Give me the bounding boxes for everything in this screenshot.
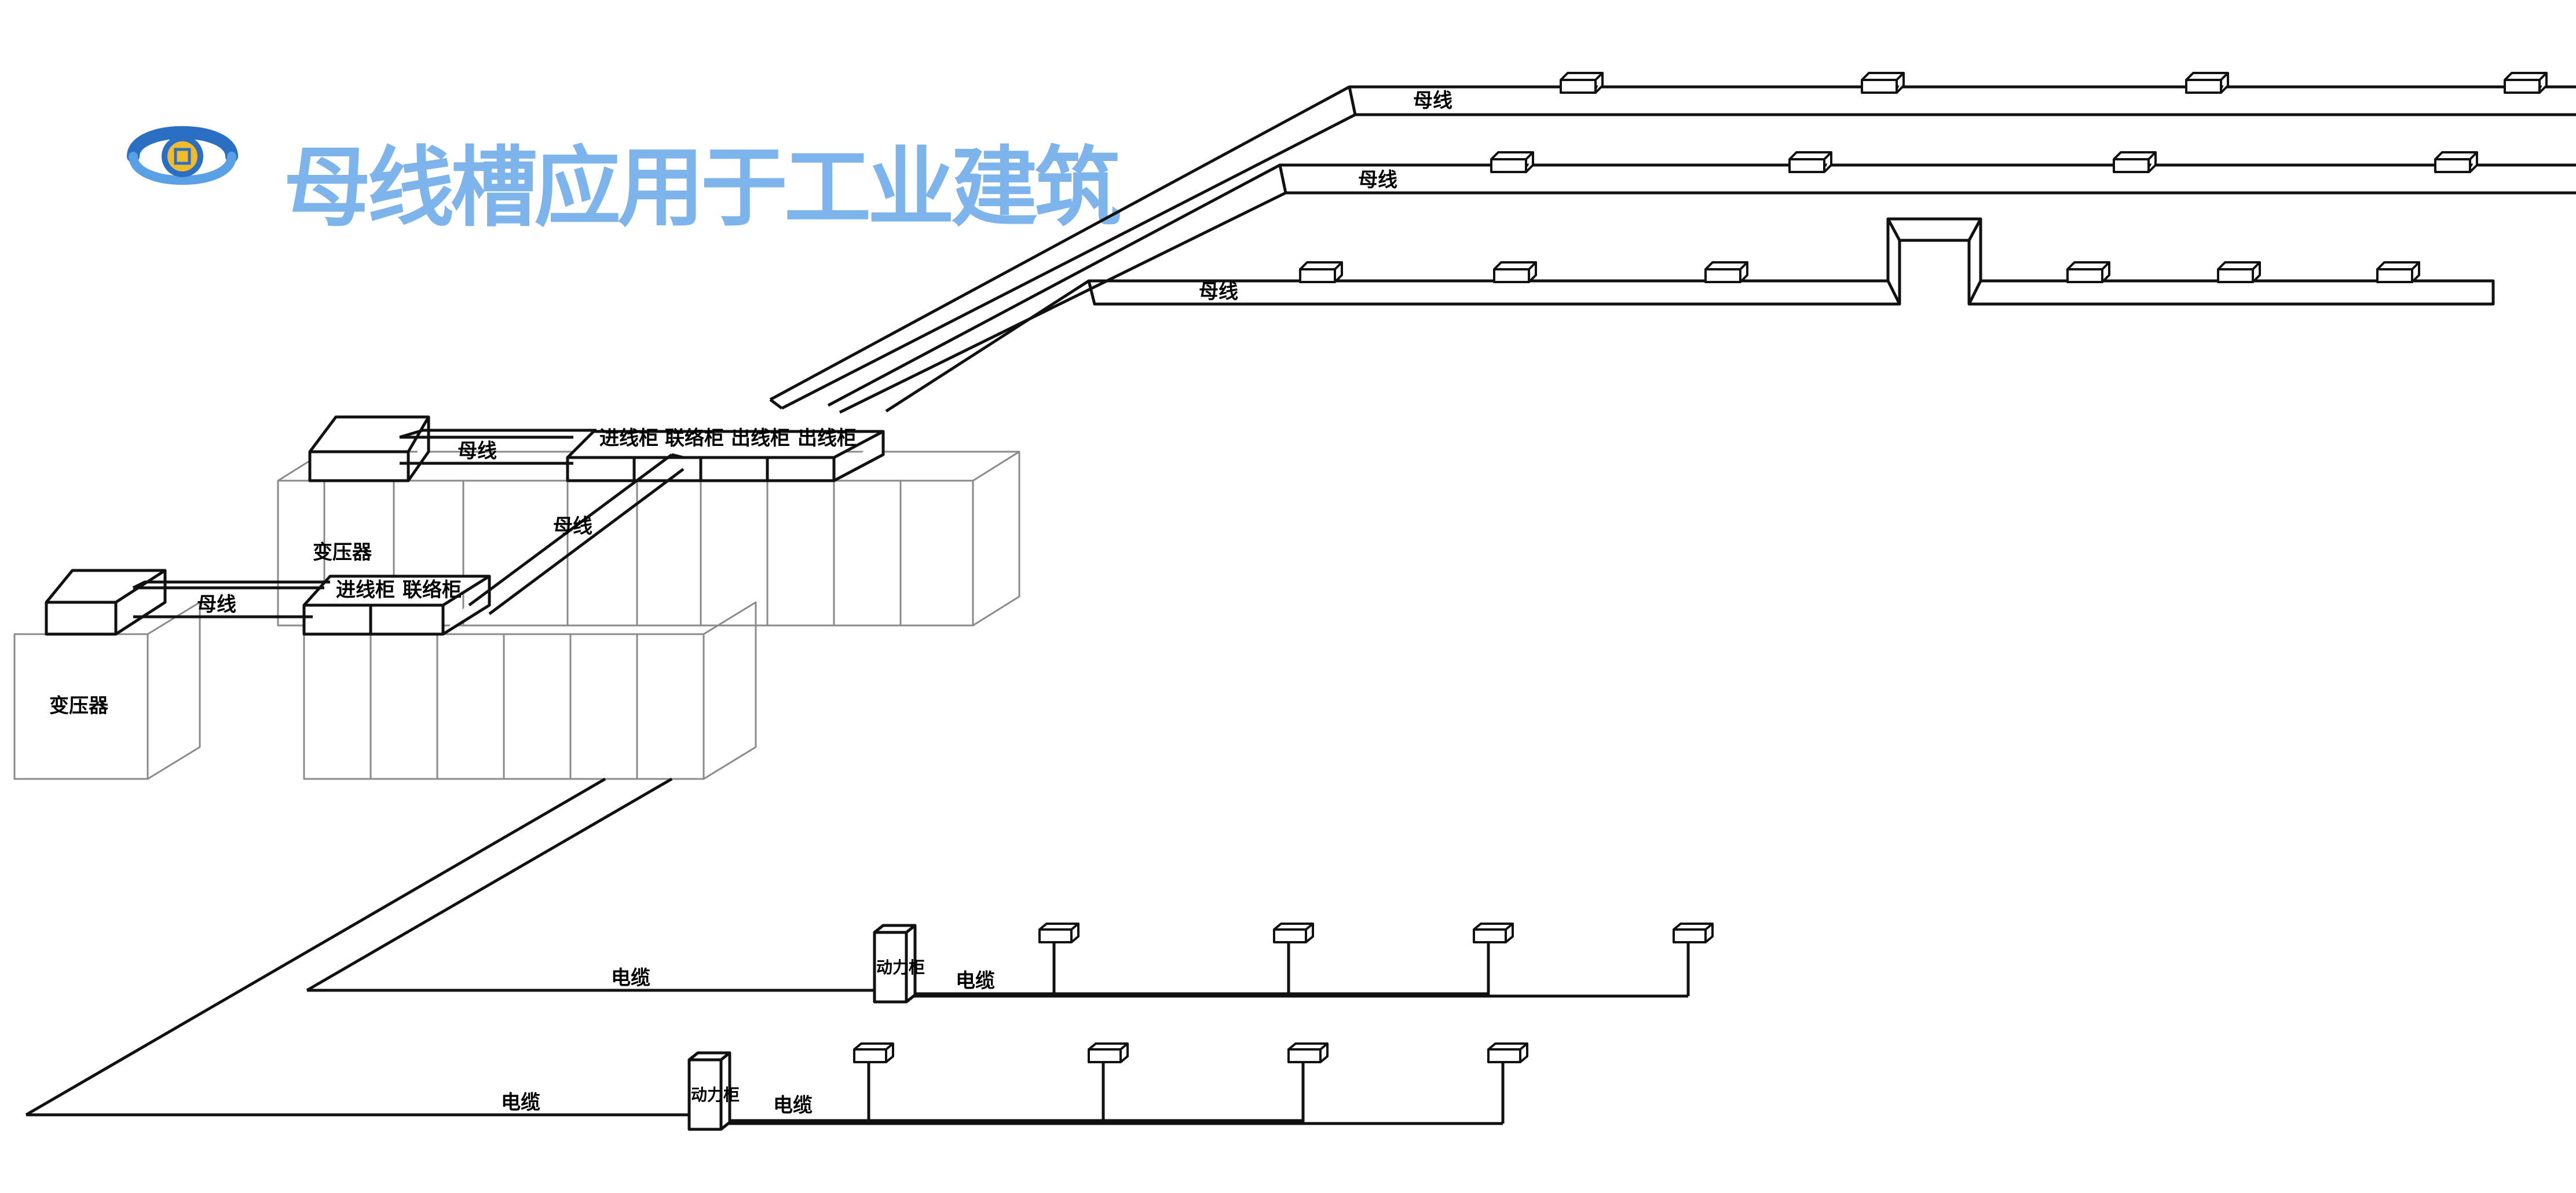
cable-bold <box>718 992 1488 1125</box>
label-panel-back-4: 出线柜 <box>797 427 857 450</box>
tap-off-boxes <box>1299 72 2548 283</box>
cable-run-1 <box>307 941 1690 998</box>
label-panel-back-1: 进线柜 <box>599 427 658 450</box>
label-cable-4: 电缆 <box>773 1094 813 1117</box>
label-power-cabinet-2: 动力柜 <box>691 1085 740 1104</box>
load-boxes <box>853 923 1714 1063</box>
label-transformer-1: 变压器 <box>313 541 372 564</box>
label-busbar-t1: 母线 <box>458 440 497 463</box>
label-busbar-riser: 母线 <box>553 515 592 538</box>
page-title: 母线槽应用于工业建筑 <box>284 138 1121 239</box>
label-panel-back-3: 出线柜 <box>731 427 790 450</box>
label-cable-2: 电缆 <box>956 969 995 993</box>
power-cabinet-2 <box>687 1051 731 1131</box>
busbar-run-3 <box>885 217 2495 413</box>
busbar-riser <box>468 453 685 616</box>
label-busbar-t2: 母线 <box>197 593 236 616</box>
cable-trunk-1 <box>306 777 673 992</box>
label-panel-front-2: 联络柜 <box>402 579 462 602</box>
label-cable-1: 电缆 <box>611 967 650 990</box>
label-panel-back-2: 联络柜 <box>665 427 724 450</box>
power-cabinet-1 <box>873 924 917 1004</box>
company-logo-icon <box>127 126 238 185</box>
label-busbar-run-2: 母线 <box>1358 169 1397 192</box>
label-cable-3: 电缆 <box>501 1091 540 1114</box>
busbar-run-1 <box>769 85 2576 410</box>
cable-run-2 <box>26 1060 1505 1125</box>
label-transformer-2: 变压器 <box>49 694 109 718</box>
label-busbar-run-1: 母线 <box>1413 89 1452 112</box>
cable-trunk-2 <box>25 777 606 1117</box>
label-busbar-run-3: 母线 <box>1199 280 1238 303</box>
label-power-cabinet-1: 动力柜 <box>876 958 925 977</box>
busbar-t1 <box>399 429 597 465</box>
busbar-t2 <box>132 580 330 619</box>
label-panel-front-1: 进线柜 <box>336 579 395 602</box>
